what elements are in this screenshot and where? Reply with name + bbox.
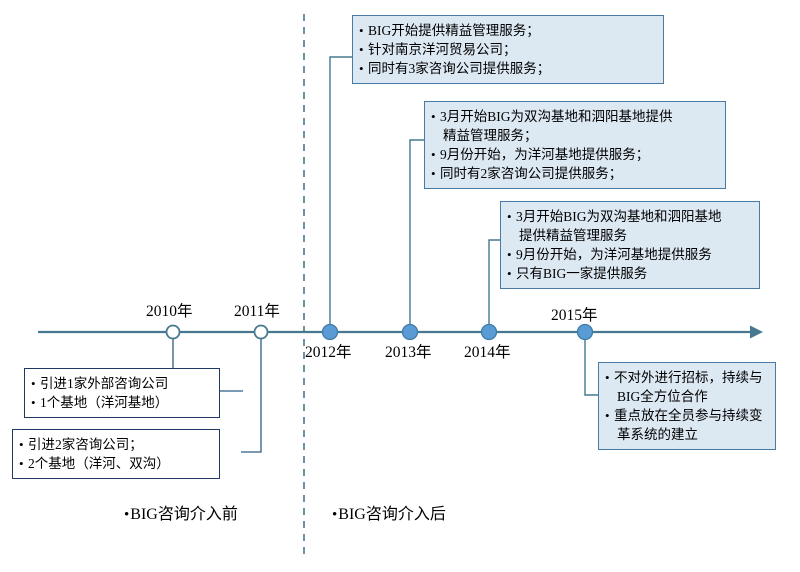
callout-2013-line-3: 9月份开始，为洋河基地提供服务； [431,145,718,164]
connector-2015 [584,332,598,396]
marker-2013 [401,323,419,341]
callout-2012: BIG开始提供精益管理服务； 针对南京洋河贸易公司； 同时有3家咨询公司提供服务… [352,15,664,84]
callout-2014-line-3: 9月份开始，为洋河基地提供服务 [507,245,752,264]
callout-2011-line-2: 2个基地（洋河、双沟） [19,454,212,473]
callout-2014-line-1: 3月开始BIG为双沟基地和泗阳基地 [507,207,752,226]
callout-2014-line-2: 提供精益管理服务 [519,228,627,243]
callout-2011-line-1: 引进2家咨询公司； [19,435,212,454]
callout-2012-line-2: 针对南京洋河贸易公司； [359,40,656,59]
year-label-2012: 2012年 [305,344,352,361]
callout-2010-line-2: 1个基地（洋河基地） [31,393,212,412]
callout-2015-line-3: 重点放在全员参与持续变 [605,406,768,425]
callout-2013-line-2: 精益管理服务； [443,128,538,143]
callout-2012-line-1: BIG开始提供精益管理服务； [359,21,656,40]
connector-2013 [409,139,424,332]
callout-2015-line-4: 革系统的建立 [617,427,698,442]
year-label-2010: 2010年 [146,303,193,320]
callout-2013-line-1: 3月开始BIG为双沟基地和泗阳基地提供 [431,107,718,126]
marker-2015 [576,323,594,341]
callout-2010-line-1: 引进1家外部咨询公司 [31,374,212,393]
year-label-2014: 2014年 [464,344,511,361]
marker-2011 [253,324,269,340]
callout-2013: 3月开始BIG为双沟基地和泗阳基地提供 精益管理服务； 9月份开始，为洋河基地提… [424,101,726,189]
marker-2010 [165,324,181,340]
callout-2014: 3月开始BIG为双沟基地和泗阳基地 提供精益管理服务 9月份开始，为洋河基地提供… [500,201,760,289]
callout-2010: 引进1家外部咨询公司 1个基地（洋河基地） [24,368,220,418]
callout-2012-line-3: 同时有3家咨询公司提供服务； [359,59,656,78]
connector-2012 [329,56,352,332]
footer-label-after: BIG咨询介入后 [332,500,446,524]
footer-label-before: BIG咨询介入前 [124,500,238,524]
callout-2015-line-1: 不对外进行招标，持续与 [605,368,768,387]
year-label-2015: 2015年 [551,307,598,324]
connector-2014 [488,239,500,332]
callout-2014-line-4: 只有BIG一家提供服务 [507,264,752,283]
marker-2012 [321,323,339,341]
callout-2015-line-2: BIG全方位合作 [617,389,708,404]
callout-2015: 不对外进行招标，持续与 BIG全方位合作 重点放在全员参与持续变 革系统的建立 [598,362,776,450]
callout-2013-line-4: 同时有2家咨询公司提供服务； [431,164,718,183]
marker-2014 [480,323,498,341]
callout-2011: 引进2家咨询公司； 2个基地（洋河、双沟） [12,429,220,479]
year-label-2013: 2013年 [385,344,432,361]
year-label-2011: 2011年 [234,303,280,320]
connector-2011 [241,332,262,453]
